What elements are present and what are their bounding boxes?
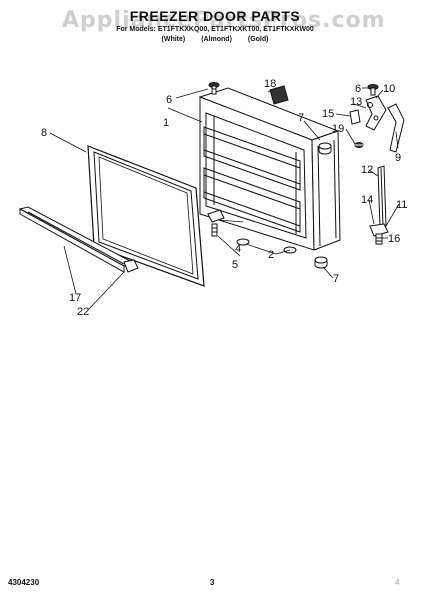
callout-6-left: 6 (166, 94, 172, 106)
callout-15: 15 (322, 108, 334, 120)
document-number: 4304230 (8, 578, 40, 587)
screw-19 (354, 142, 364, 148)
watermark: AppliancePartsPros.com (62, 8, 386, 33)
color-list: (White) (Almond) (Gold) (0, 36, 430, 43)
callout-2: 2 (268, 249, 274, 261)
model-list: For Models: ET1FTKXKQ00, ET1FTKXKT00, ET… (116, 26, 314, 33)
handle-strip (18, 206, 139, 273)
callout-6-right: 6 (355, 83, 361, 95)
callout-4: 4 (235, 243, 241, 255)
door-panel (198, 87, 341, 251)
door-stop-bottom (314, 256, 328, 269)
color-almond: (Almond) (201, 36, 232, 43)
shim (349, 109, 361, 125)
callout-11: 11 (396, 199, 407, 211)
callout-8: 8 (41, 127, 47, 139)
door-gasket (87, 145, 205, 287)
callout-14: 14 (361, 194, 373, 206)
color-gold: (Gold) (247, 36, 269, 43)
top-hinge (365, 95, 405, 153)
callout-17: 17 (69, 292, 81, 304)
corner-mark: 4 (395, 578, 400, 587)
leader-lines (49, 87, 400, 311)
page-number: 3 (210, 578, 215, 587)
callout-16: 16 (388, 233, 400, 245)
callout-18: 18 (264, 78, 276, 90)
callout-10: 10 (383, 83, 395, 95)
callout-13: 13 (350, 96, 362, 108)
callout-12: 12 (361, 164, 373, 176)
label-plate (269, 85, 289, 105)
door-stop-top (318, 142, 332, 155)
callout-7-top: 7 (298, 112, 304, 124)
color-white: (White) (161, 36, 186, 43)
lower-bracket (207, 209, 225, 237)
callout-1: 1 (163, 117, 169, 129)
callout-7-bottom: 7 (333, 273, 339, 285)
callout-9: 9 (395, 152, 401, 164)
screw-top-right (367, 84, 379, 96)
callout-labels: 1 2 4 5 6 6 7 7 8 9 10 11 12 13 14 15 16… (41, 78, 407, 318)
screw-top-left (208, 82, 220, 95)
callout-5: 5 (232, 259, 238, 271)
callout-22: 22 (77, 306, 89, 318)
page-title: FREEZER DOOR PARTS (129, 8, 301, 24)
hinge-cover (377, 165, 387, 229)
callout-19: 19 (332, 123, 344, 135)
bottom-hinge (369, 223, 389, 245)
